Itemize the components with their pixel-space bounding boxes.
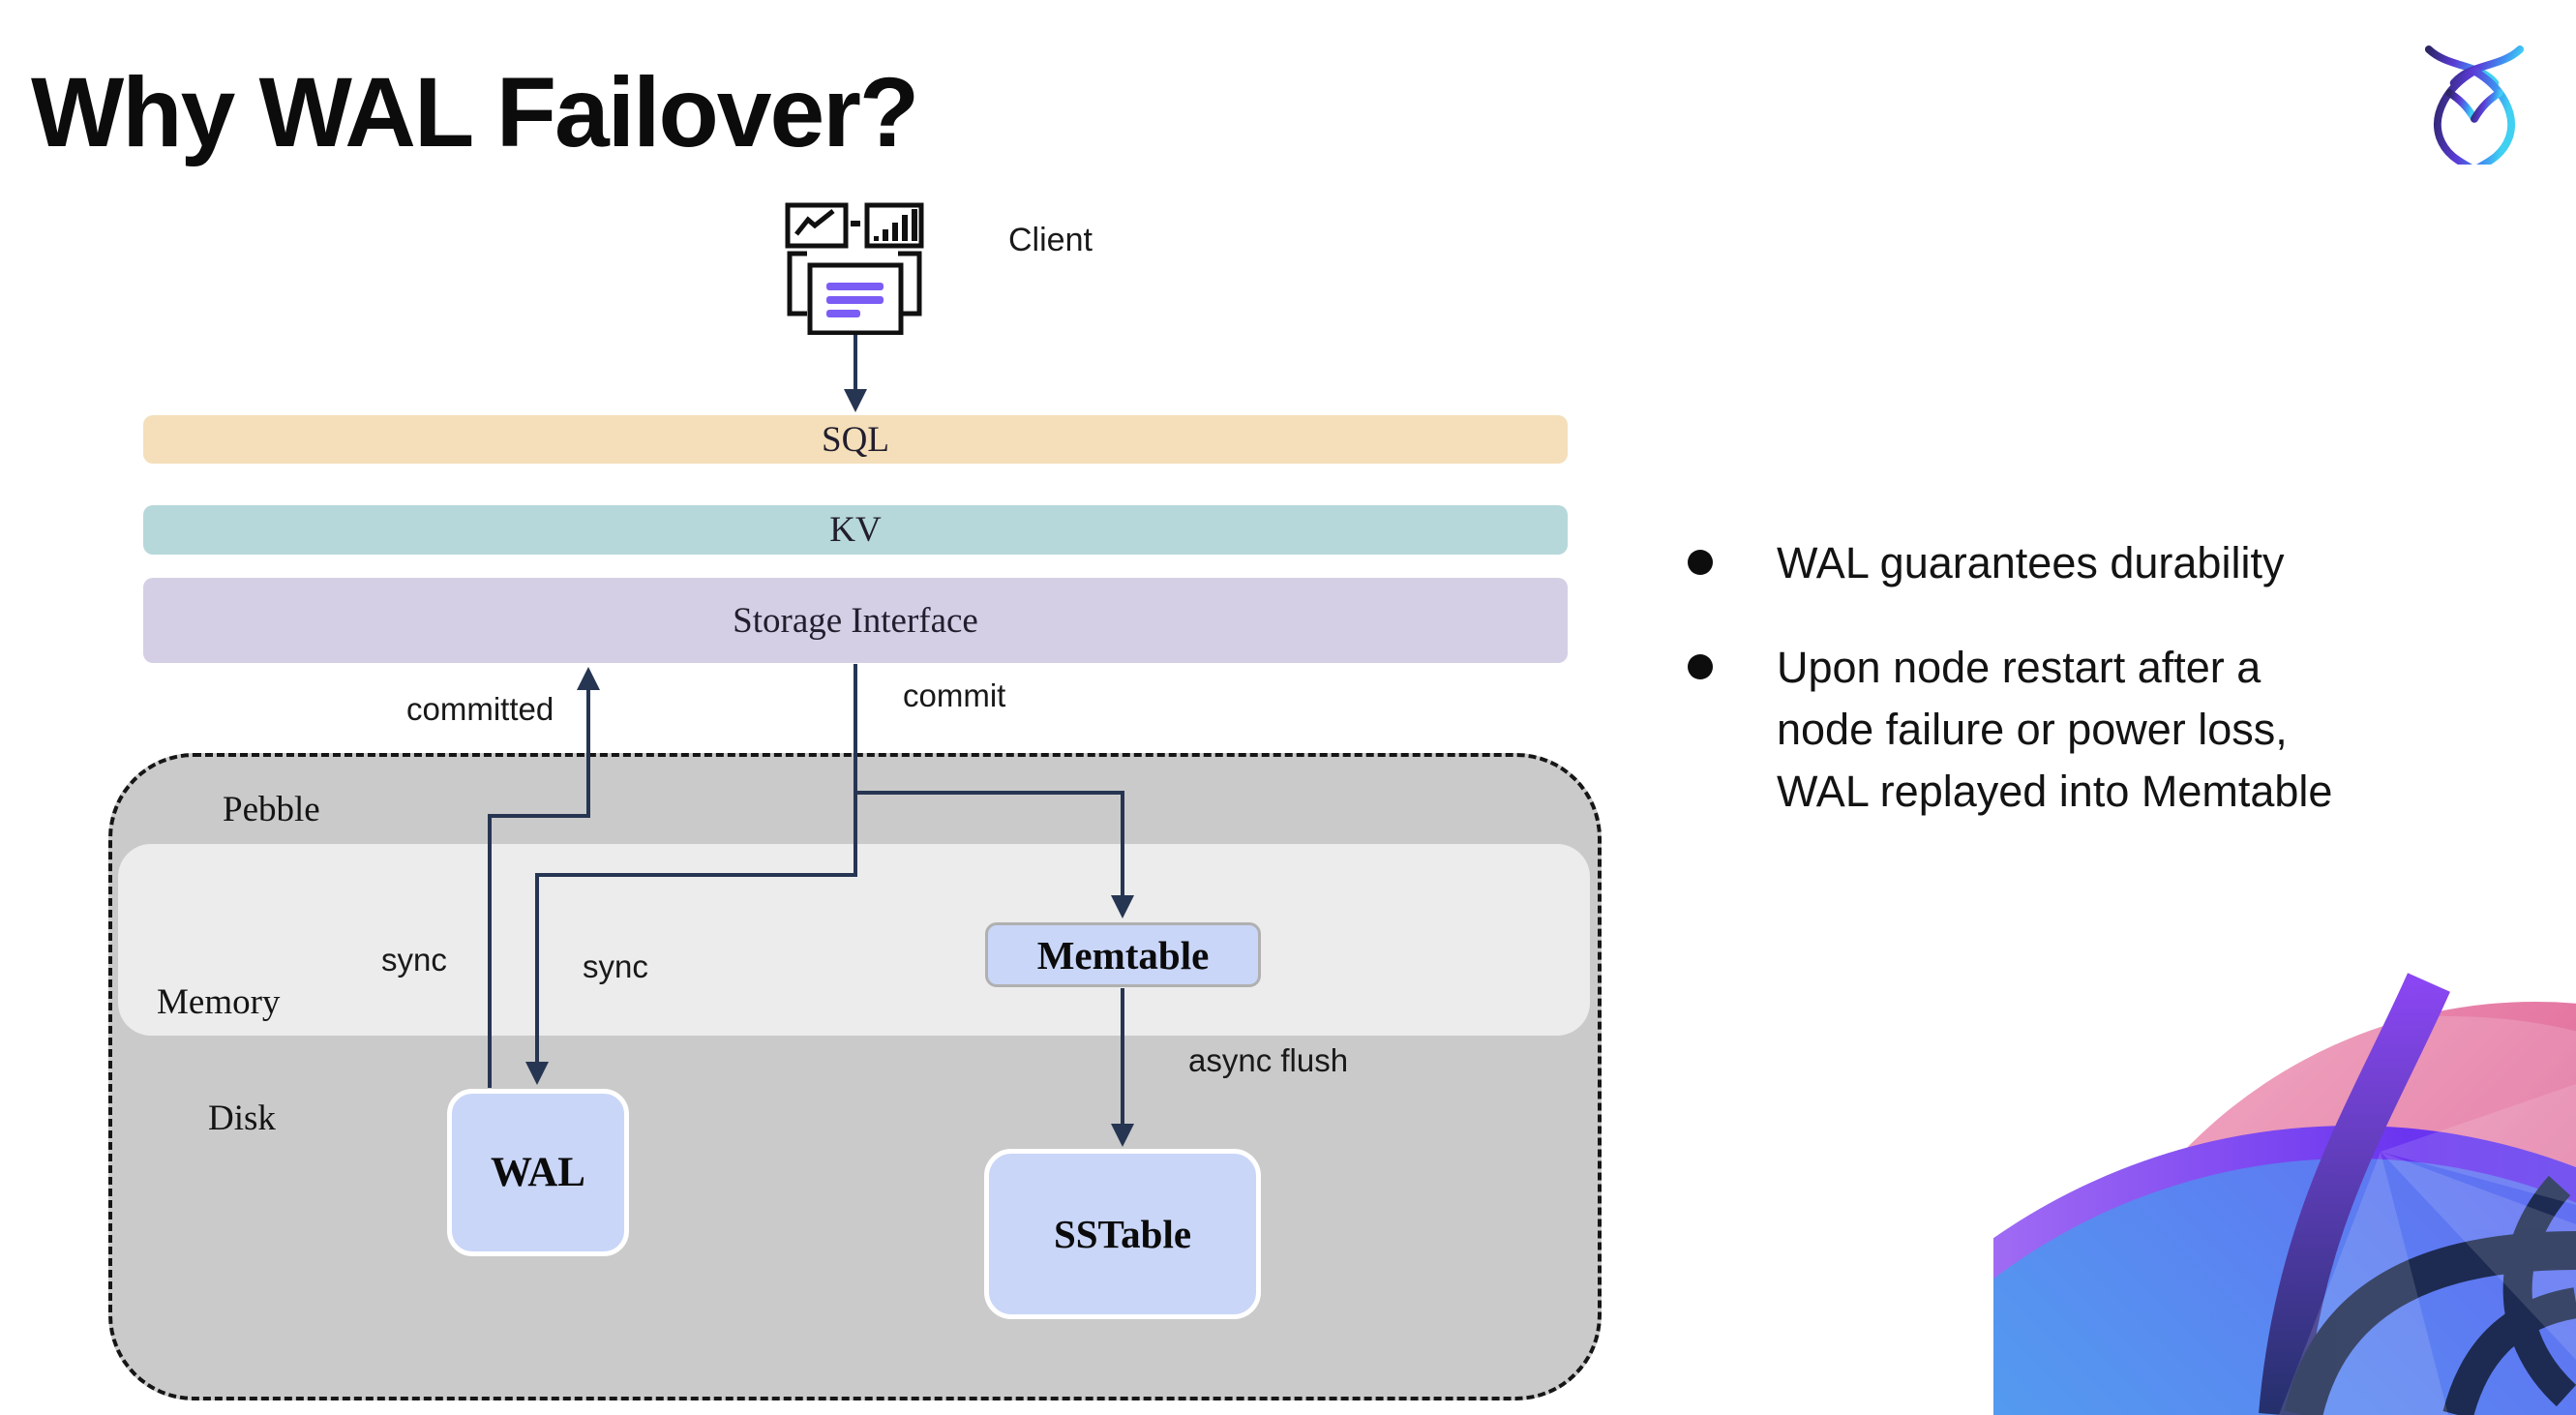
disk-label: Disk bbox=[208, 1099, 276, 1138]
light-petals bbox=[2279, 1084, 2576, 1415]
layer-storage-interface: Storage Interface bbox=[143, 578, 1568, 663]
edge-label-commit: commit bbox=[903, 677, 1006, 713]
bullet-dot-icon bbox=[1688, 654, 1713, 679]
client-label: Client bbox=[1008, 222, 1093, 258]
edge-label-committed: committed bbox=[406, 691, 554, 727]
wal-node: WAL bbox=[447, 1089, 629, 1256]
client-monitor-charts-icon bbox=[785, 202, 924, 335]
bullet-list: WAL guarantees durability Upon node rest… bbox=[1688, 532, 2491, 865]
page-title: Why WAL Failover? bbox=[31, 57, 919, 167]
edge-label-sync-left: sync bbox=[381, 942, 447, 978]
dash-icon bbox=[851, 221, 860, 226]
line-chart-icon bbox=[794, 209, 835, 236]
client-icon bbox=[785, 202, 924, 335]
memtable-node: Memtable bbox=[985, 922, 1261, 987]
layer-kv-label: KV bbox=[829, 510, 882, 550]
memory-label: Memory bbox=[157, 982, 281, 1022]
bullet-dot-icon bbox=[1688, 550, 1713, 575]
right-bracket-icon bbox=[898, 251, 922, 316]
logo-mark bbox=[2424, 45, 2525, 165]
bar-chart-icon bbox=[874, 209, 917, 241]
cockroachdb-logo-icon bbox=[2424, 45, 2525, 165]
bullet-text: Upon node restart after a node failure o… bbox=[1777, 643, 2333, 816]
list-item: WAL guarantees durability bbox=[1688, 532, 2491, 594]
brand-corner-art bbox=[1993, 973, 2576, 1415]
list-item: Upon node restart after a node failure o… bbox=[1688, 637, 2491, 823]
sstable-node: SSTable bbox=[984, 1149, 1261, 1319]
layer-sql: SQL bbox=[143, 415, 1568, 464]
edge-label-sync-right: sync bbox=[583, 948, 648, 984]
layer-kv: KV bbox=[143, 505, 1568, 555]
layer-storage-interface-label: Storage Interface bbox=[733, 600, 978, 641]
leaf-veins bbox=[2284, 1175, 2576, 1415]
layer-sql-label: SQL bbox=[822, 419, 889, 460]
document-text-lines bbox=[826, 283, 884, 317]
bullet-text: WAL guarantees durability bbox=[1777, 538, 2285, 587]
body-band bbox=[2259, 973, 2450, 1415]
edge-label-async-flush: async flush bbox=[1188, 1042, 1349, 1078]
memory-region bbox=[118, 844, 1590, 1036]
pebble-label: Pebble bbox=[223, 790, 320, 829]
left-bracket-icon bbox=[787, 251, 807, 316]
